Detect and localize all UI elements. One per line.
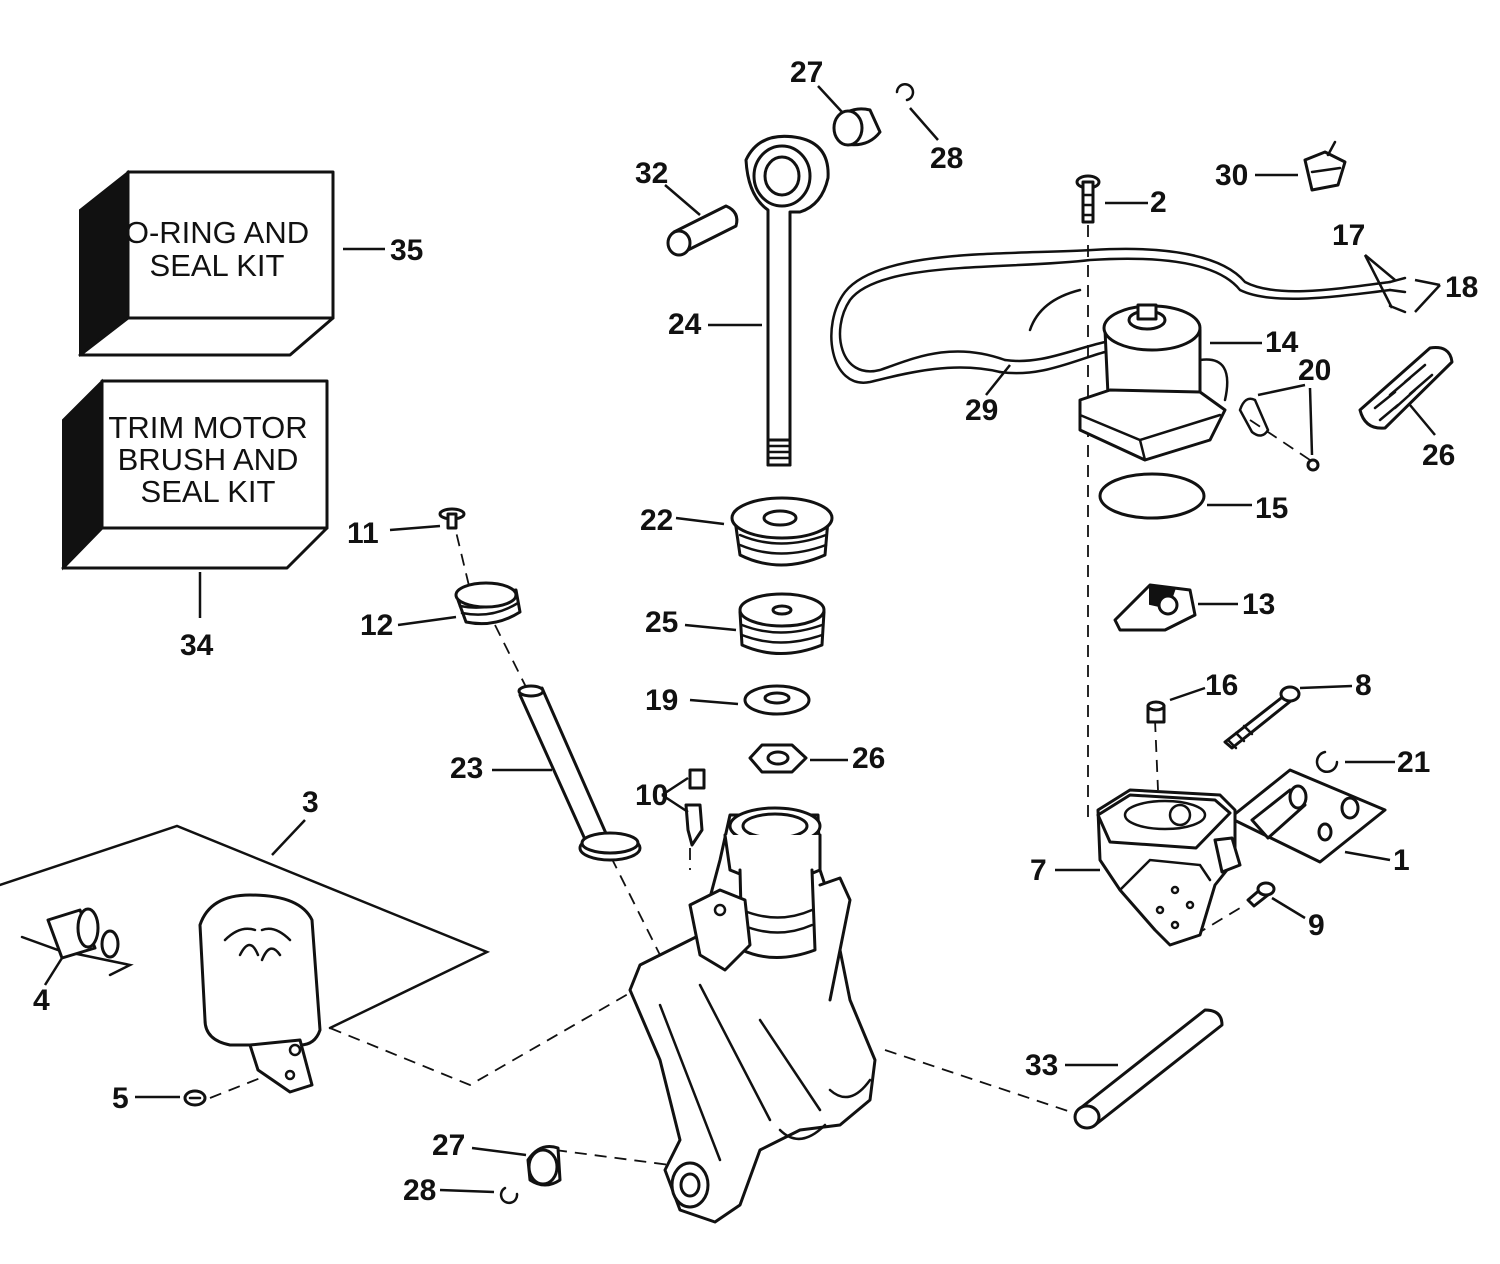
connector-30 [1303, 140, 1347, 192]
callout-13: 14 [1265, 326, 1299, 359]
screw-5 [183, 1089, 207, 1107]
cylinder-housing [628, 806, 877, 1224]
retaining-ring-bottom [499, 1186, 519, 1205]
callout-10: 11 [347, 517, 379, 550]
screw-2 [1075, 174, 1101, 224]
callout-23: 24 [668, 308, 702, 341]
callout-14: 15 [1255, 492, 1288, 525]
callout-9: 10 [635, 779, 668, 812]
callout-25: 26 [852, 742, 885, 775]
valve-fitting [1250, 784, 1308, 840]
callout-28-top: 28 [930, 142, 963, 175]
callout-16: 17 [1332, 219, 1365, 252]
washer [743, 684, 811, 716]
plug-11 [454, 581, 522, 626]
callout-24: 25 [645, 606, 678, 639]
callout-32: 32 [635, 157, 668, 190]
trim-kit-line3: SEAL KIT [141, 474, 276, 509]
callout-15: 16 [1205, 669, 1238, 702]
oring-kit-line2: SEAL KIT [150, 248, 285, 283]
callout-27-top: 27 [790, 56, 823, 89]
callout-26: 26 [1422, 439, 1455, 472]
trim-motor-13 [1078, 303, 1229, 462]
fitting-4 [20, 907, 134, 977]
callout-22: 23 [450, 752, 483, 785]
callout-17: 18 [1445, 271, 1478, 304]
callout-2: 2 [1150, 186, 1167, 219]
piston-rod [744, 134, 830, 467]
callout-34: 34 [180, 629, 214, 662]
callout-33: 33 [1025, 1049, 1058, 1082]
callout-19: 20 [1298, 354, 1331, 387]
gasket-plate-1 [1228, 768, 1387, 864]
sleeve-26 [1358, 346, 1454, 430]
callout-5: 5 [112, 1082, 129, 1115]
reservoir-panel [0, 819, 491, 1030]
callout-20: 21 [1397, 746, 1430, 779]
retaining-ring-top [895, 83, 915, 102]
valves-9 [684, 768, 706, 847]
oring-kit-line1: O-RING AND [125, 215, 309, 250]
reservoir [198, 893, 322, 1094]
callout-29: 29 [965, 394, 998, 427]
plug-15 [1146, 700, 1166, 724]
piston [738, 592, 826, 655]
wire-harness-29 [830, 247, 1407, 384]
screw-10 [438, 507, 466, 530]
pin-33 [1073, 1008, 1224, 1130]
cam-12 [1113, 583, 1197, 632]
manifold-6 [1096, 788, 1242, 947]
callout-4: 4 [33, 984, 50, 1017]
pivot-pin [666, 204, 739, 257]
hex-nut [748, 743, 808, 774]
bushing-top [832, 107, 882, 147]
callout-35: 35 [390, 234, 423, 267]
callout-28-bottom: 28 [403, 1174, 436, 1207]
callout-12: 13 [1242, 588, 1275, 621]
bushing-bottom [526, 1145, 562, 1187]
callout-21: 22 [640, 504, 673, 537]
end-cap [730, 496, 834, 567]
callout-3: 3 [302, 786, 319, 819]
callout-7: 8 [1355, 669, 1372, 702]
ring-20 [1315, 750, 1339, 774]
callout-6: 7 [1030, 854, 1047, 887]
callout-8: 9 [1308, 909, 1325, 942]
callout-11: 12 [360, 609, 393, 642]
bolt-7 [1223, 685, 1301, 750]
clip-19 [1238, 397, 1320, 472]
o-ring-14 [1098, 472, 1206, 520]
screw-8 [1246, 881, 1276, 908]
callout-18: 19 [645, 684, 678, 717]
oring-seal-kit-box: O-RING AND SEAL KIT [78, 169, 335, 358]
callout-30: 30 [1215, 159, 1248, 192]
tube-22 [517, 684, 642, 862]
callout-27-bottom: 27 [432, 1129, 465, 1162]
trim-kit-line2: BRUSH AND [118, 442, 299, 477]
callout-1: 1 [1393, 844, 1410, 877]
trim-motor-brush-seal-kit-box: TRIM MOTOR BRUSH AND SEAL KIT [61, 378, 329, 571]
trim-kit-line1: TRIM MOTOR [108, 410, 307, 445]
